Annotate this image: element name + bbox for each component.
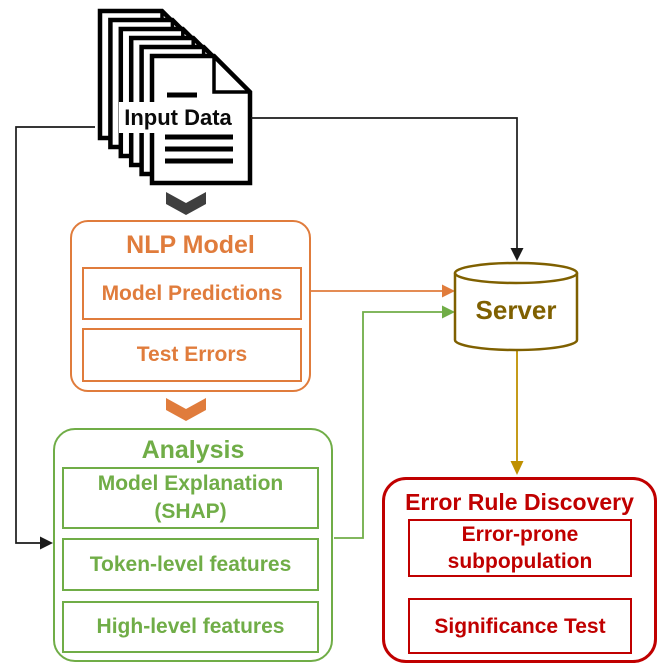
error-rule-discovery-box: Error Rule Discovery Error-prone subpopu… (382, 477, 657, 663)
high-level-features-box: High-level features (62, 601, 319, 653)
error-prone-subpopulation-box: Error-prone subpopulation (408, 519, 632, 577)
token-level-features-box: Token-level features (62, 538, 319, 591)
model-explanation-shap-box: Model Explanation (SHAP) (62, 467, 319, 529)
nlp-model-title: NLP Model (126, 231, 255, 259)
edge-server-to-discovery (510, 351, 524, 475)
analysis-title: Analysis (141, 436, 245, 464)
test-errors-box: Test Errors (82, 328, 302, 382)
edge-nlp-to-server (311, 284, 455, 298)
nlp-model-box: NLP Model Model Predictions Test Errors (70, 220, 311, 392)
error-rule-discovery-title: Error Rule Discovery (405, 489, 634, 515)
edge-analysis-to-server (334, 305, 455, 539)
chevron-nlp-to-analysis-icon (166, 398, 206, 421)
page-text-lines (165, 92, 233, 164)
model-predictions-box: Model Predictions (82, 267, 302, 320)
significance-test-box: Significance Test (408, 598, 632, 654)
document-stack-icon (97, 8, 253, 186)
database-cylinder-icon (453, 261, 579, 352)
analysis-box: Analysis Model Explanation (SHAP) Token-… (53, 428, 333, 662)
edge-input-to-server (251, 117, 524, 261)
chevron-input-to-nlp-icon (166, 192, 206, 215)
input-data-label: Input Data (119, 102, 237, 133)
edge-input-to-analysis (15, 126, 95, 550)
server-label: Server (475, 294, 557, 325)
